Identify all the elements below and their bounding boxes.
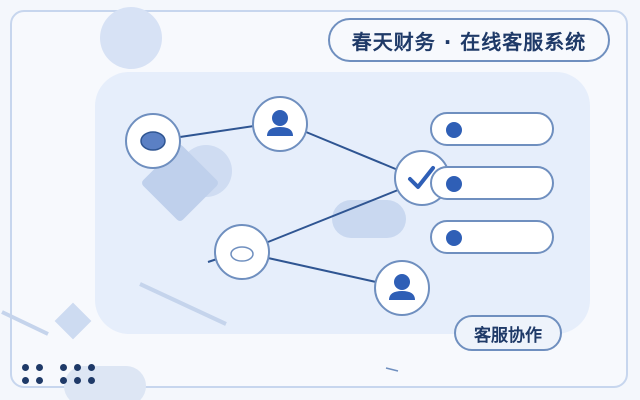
- bullet-icon: [446, 122, 462, 138]
- checkmark-icon: [408, 166, 435, 189]
- link-line: [179, 125, 255, 138]
- decorative-stroke: [139, 282, 227, 326]
- list-item: [430, 112, 554, 146]
- decorative-circle: [100, 7, 162, 69]
- decorative-stroke: [385, 367, 399, 372]
- list-item: [430, 220, 554, 254]
- message-node: [214, 224, 270, 280]
- agent-node-top: [252, 96, 308, 152]
- footer-label: 客服协作: [454, 315, 562, 351]
- chat-bubble-icon: [140, 131, 166, 151]
- chat-node: [125, 113, 181, 169]
- decorative-stroke: [1, 310, 49, 336]
- agent-node-bottom: [374, 260, 430, 316]
- bullet-icon: [446, 176, 462, 192]
- link-line: [267, 189, 399, 243]
- list-item: [430, 166, 554, 200]
- message-icon: [230, 246, 254, 262]
- bullet-icon: [446, 230, 462, 246]
- decorative-pill: [332, 200, 406, 238]
- link-line: [305, 131, 399, 171]
- decorative-dots: [22, 364, 102, 388]
- link-line: [267, 257, 377, 283]
- user-icon: [389, 274, 415, 300]
- page-title: 春天财务 · 在线客服系统: [328, 18, 610, 62]
- user-icon: [267, 110, 293, 136]
